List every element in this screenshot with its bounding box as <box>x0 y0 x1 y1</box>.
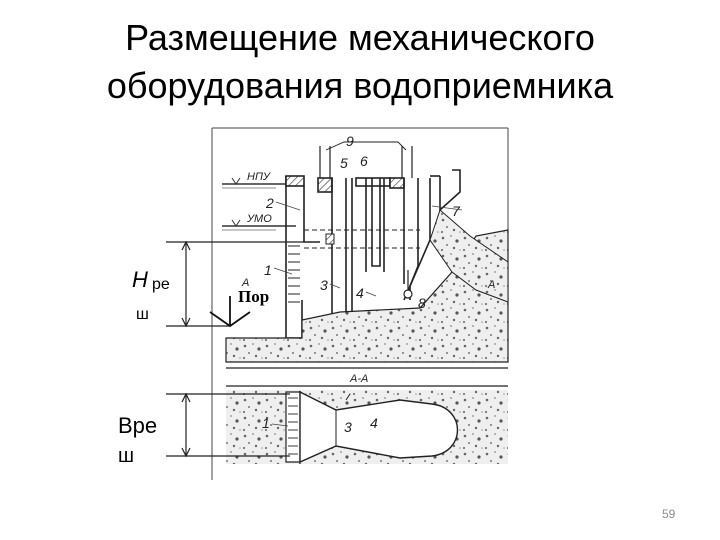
h-resh-label: Н <box>132 267 148 292</box>
b-resh-label: Вре <box>118 413 158 438</box>
callout-9: 9 <box>346 133 354 149</box>
outlet-slope <box>429 209 509 303</box>
callout-8: 8 <box>418 295 426 311</box>
callout-3: 3 <box>320 277 328 293</box>
plan-callout-1: 1 <box>262 415 270 431</box>
section-separator: А-А А А <box>226 277 508 387</box>
plan-callout-3: 3 <box>344 419 352 435</box>
foundation-fill <box>225 229 509 363</box>
section-label: А-А <box>349 373 368 385</box>
umo-label: УМО <box>246 213 272 225</box>
h-resh-subscript: ре <box>152 276 170 293</box>
slide-title-line-1: Размещение механического <box>125 17 595 58</box>
slide-title: Размещение механического оборудования во… <box>0 14 720 110</box>
h-resh-subscript-line2: ш <box>136 306 149 323</box>
h-dimension <box>166 240 304 328</box>
threshold-label: Пор <box>238 287 270 306</box>
callouts: 1 2 3 4 5 6 7 8 9 1 3 4 <box>262 133 461 435</box>
callout-2: 2 <box>265 195 274 211</box>
threshold-arrow <box>209 296 251 328</box>
slide-title-line-2: оборудования водоприемника <box>106 65 614 106</box>
water-levels: НПУ УМО <box>222 171 296 231</box>
callout-6: 6 <box>360 153 368 169</box>
callout-5: 5 <box>340 155 348 171</box>
plan-callout-4: 4 <box>370 415 378 431</box>
callout-leaders <box>271 201 463 427</box>
callout-4: 4 <box>356 285 364 301</box>
callout-1: 1 <box>264 262 272 278</box>
trash-rack <box>288 233 335 303</box>
page-number: 59 <box>662 507 676 521</box>
section-mark: А <box>487 279 495 291</box>
b-dimension <box>166 392 290 458</box>
callout-7: 7 <box>452 203 461 219</box>
plan-view <box>226 390 508 464</box>
valve <box>403 270 413 299</box>
npu-label: НПУ <box>247 171 271 183</box>
section-mark-left: А <box>241 277 249 289</box>
b-resh-label-line2: ш <box>118 445 135 467</box>
